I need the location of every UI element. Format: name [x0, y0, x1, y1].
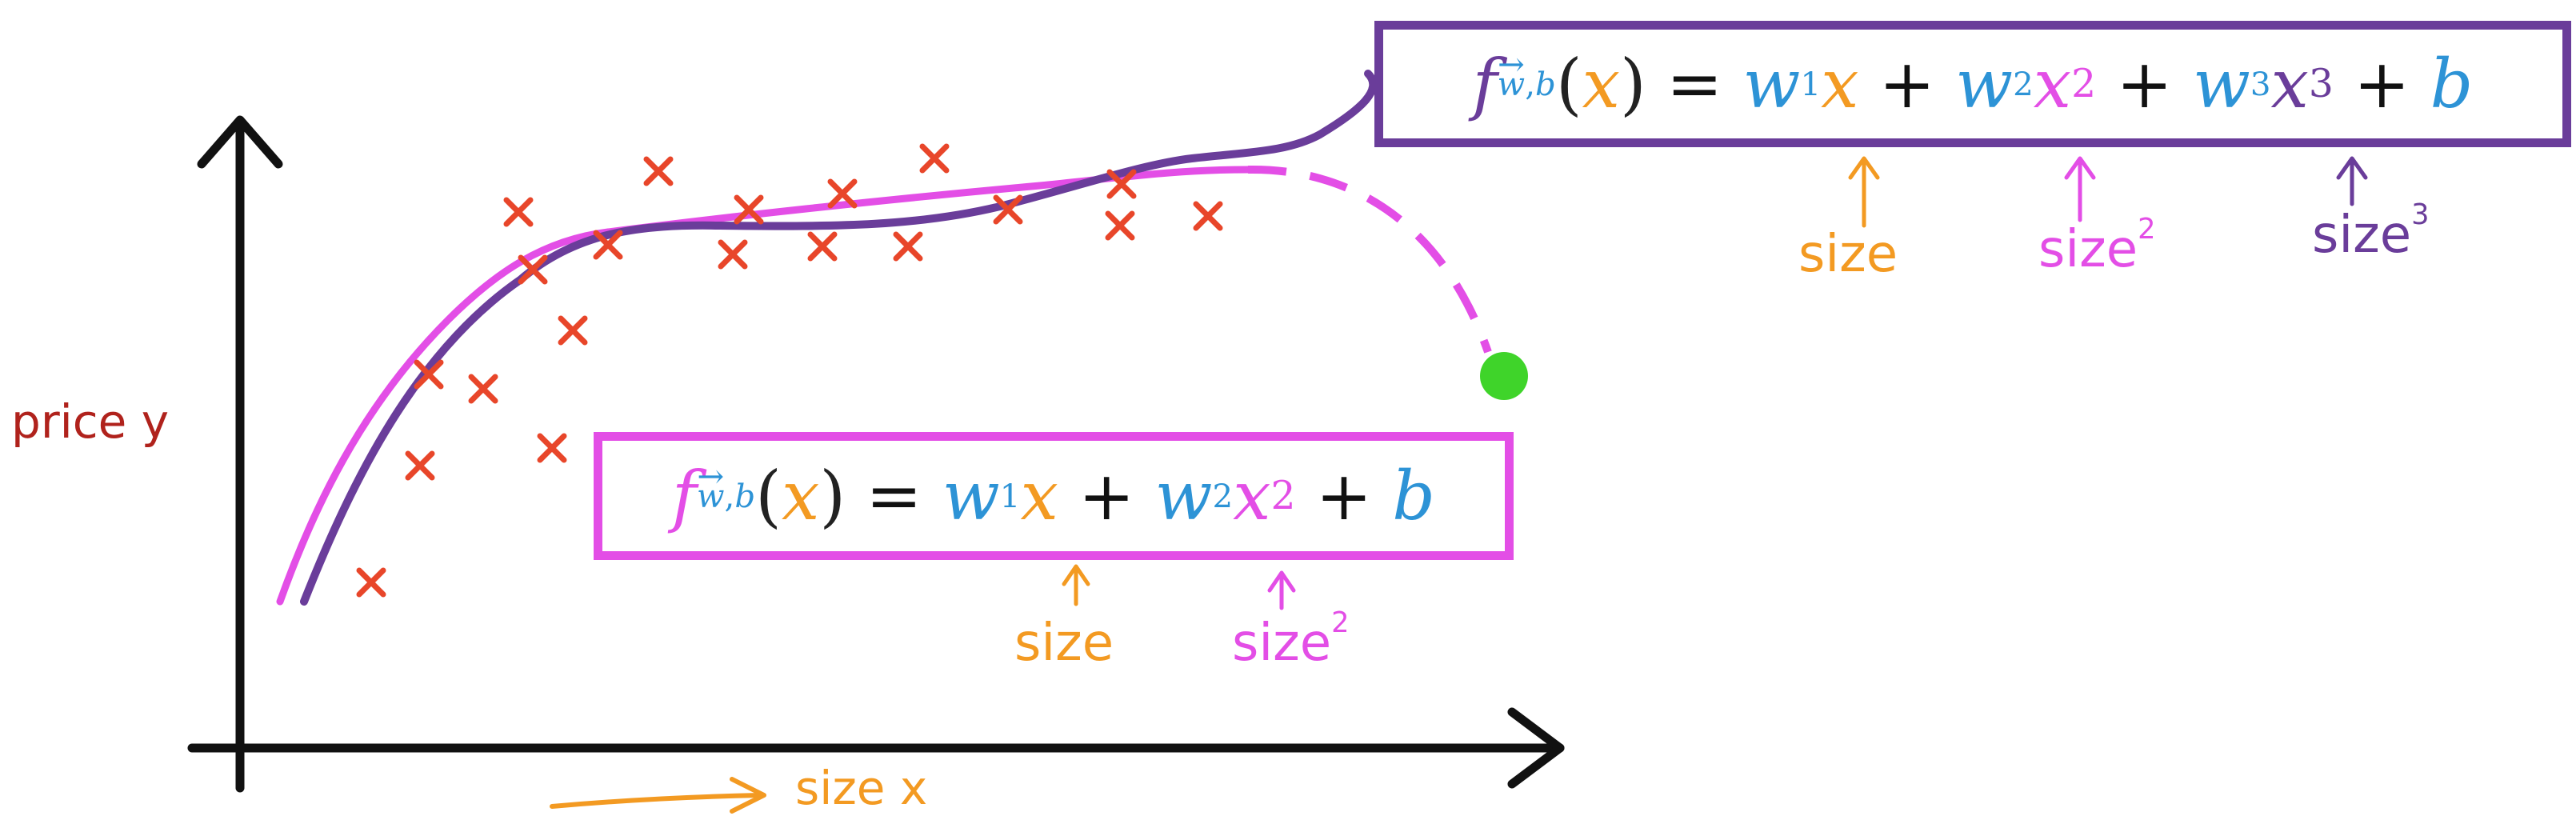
eq-cubic-sub-w: w: [1498, 66, 1526, 103]
eq-quad-x: x: [781, 457, 820, 535]
eq-cubic-subscript: w,b: [1498, 66, 1556, 103]
cubic-size2-arrow: [2064, 156, 2096, 222]
data-point-x-mark: [1105, 210, 1135, 241]
data-point-x-mark: [503, 197, 534, 227]
eq-cubic-sub-b: b: [1535, 65, 1556, 103]
eq-quad-w1: w: [942, 457, 1000, 535]
eq-cubic-b: b: [2430, 45, 2474, 123]
data-point-x-mark: [718, 239, 748, 270]
quadratic-curve-extrapolation: [1247, 165, 1492, 354]
eq-cubic-w2: w: [1955, 45, 2014, 123]
quad-size2-arrow: [1267, 570, 1296, 610]
data-point-x-mark: [537, 433, 567, 463]
eq-cubic-x2: x: [2033, 45, 2072, 123]
data-point-x-mark: [1193, 201, 1223, 231]
x-direction-arrowhead: [730, 777, 766, 814]
eq-quad-x2: x: [1233, 457, 1271, 535]
quad-size-arrow: [1062, 564, 1090, 606]
cubic-size2-label: size2: [2038, 215, 2155, 275]
eq-cubic-w3-sub: 3: [2250, 65, 2271, 103]
eq-quad-x2-pow: 2: [1270, 474, 1296, 518]
x-axis-label: size x: [795, 761, 928, 815]
eq-cubic-f: f: [1472, 45, 1498, 123]
cubic-size3-text: size: [2312, 206, 2412, 265]
data-point-x-mark: [993, 194, 1023, 225]
data-point-x-mark: [468, 374, 498, 404]
data-point-x-mark: [919, 143, 950, 174]
data-point-x-mark: [414, 359, 444, 390]
eq-cubic-w2-sub: 2: [2013, 65, 2034, 103]
eq-quad-open-paren: (: [755, 457, 782, 535]
cubic-curve: [300, 70, 1378, 606]
eq-cubic-x1: x: [1821, 45, 1859, 123]
x-axis-arrowhead: [1507, 707, 1565, 789]
eq-quad-plus2: +: [1315, 457, 1373, 535]
eq-quad-sub-w: w: [697, 478, 725, 515]
eq-quad-b: b: [1392, 457, 1436, 535]
y-axis-label: price y: [11, 394, 170, 449]
cubic-size-text: size: [1798, 225, 1898, 284]
cubic-size2-text: size: [2038, 220, 2138, 279]
green-point: [1480, 352, 1528, 400]
eq-quad-close-paren: ): [819, 457, 846, 535]
eq-cubic-sub-comma: ,: [1525, 65, 1536, 103]
eq-cubic-x: x: [1582, 45, 1620, 123]
quad-size2-text: size: [1232, 614, 1332, 673]
eq-quad-w1-sub: 1: [999, 477, 1021, 515]
eq-cubic-open-paren: (: [1555, 45, 1582, 123]
eq-quad-plus1: +: [1078, 457, 1135, 535]
data-point-x-mark: [356, 567, 386, 598]
eq-quad-equals: =: [866, 457, 922, 535]
data-point-x-mark: [593, 230, 623, 260]
quad-size2-pow: 2: [1331, 606, 1350, 639]
data-point-x-mark: [807, 231, 838, 262]
eq-cubic-x3-pow: 3: [2308, 62, 2334, 106]
data-point-x-mark: [558, 315, 588, 346]
eq-quad-sub-b: b: [734, 477, 756, 515]
quad-size-label: size: [1014, 618, 1114, 669]
eq-quad-f: f: [671, 457, 698, 535]
eq-cubic-w1: w: [1742, 45, 1801, 123]
data-point-x-mark: [893, 231, 923, 262]
eq-quad-w2: w: [1154, 457, 1213, 535]
eq-cubic-plus2: +: [2116, 45, 2173, 123]
eq-quad-x1: x: [1020, 457, 1058, 535]
quad-size-text: size: [1014, 614, 1114, 673]
data-point-x-mark: [643, 156, 674, 186]
data-point-x-mark: [405, 450, 435, 481]
eq-quad-w2-sub: 2: [1212, 477, 1234, 515]
eq-quad-sub-comma: ,: [724, 477, 735, 515]
cubic-size-arrow: [1848, 156, 1880, 228]
cubic-size3-arrow: [2336, 156, 2368, 206]
eq-cubic-close-paren: ): [1619, 45, 1646, 123]
data-point-x-mark: [734, 194, 764, 225]
x-direction-arrow: [550, 793, 762, 809]
eq-cubic-x3: x: [2270, 45, 2309, 123]
eq-cubic-plus1: +: [1878, 45, 1936, 123]
data-point-x-mark: [518, 254, 548, 285]
cubic-size2-pow: 2: [2138, 212, 2156, 246]
cubic-size-label: size: [1798, 229, 1898, 280]
eq-cubic-w1-sub: 1: [1800, 65, 1822, 103]
eq-cubic-equals: =: [1666, 45, 1723, 123]
cubic-size3-pow: 3: [2411, 198, 2430, 231]
quad-size2-label: size2: [1232, 609, 1349, 669]
y-axis-arrowhead: [197, 115, 283, 169]
eq-cubic-x2-pow: 2: [2071, 62, 2097, 106]
eq-quad-subscript: w,b: [697, 478, 755, 515]
eq-cubic-w3: w: [2192, 45, 2250, 123]
eq-cubic-plus3: +: [2354, 45, 2410, 123]
data-point-x-mark: [827, 178, 858, 209]
data-point-x-mark: [1106, 169, 1137, 199]
cubic-size3-label: size3: [2312, 201, 2429, 261]
data-points: [356, 143, 1223, 598]
